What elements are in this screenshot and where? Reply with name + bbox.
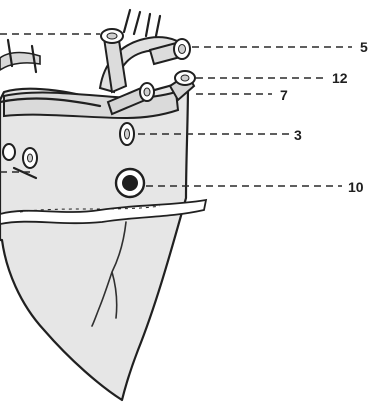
heart-body (0, 84, 188, 400)
label-7: 7 (280, 87, 288, 103)
label-12: 12 (332, 70, 348, 86)
label-5: 5 (360, 39, 368, 55)
label-10: 10 (348, 179, 364, 195)
opening-3 (120, 123, 134, 145)
opening-10 (116, 169, 144, 197)
label-3: 3 (294, 127, 302, 143)
